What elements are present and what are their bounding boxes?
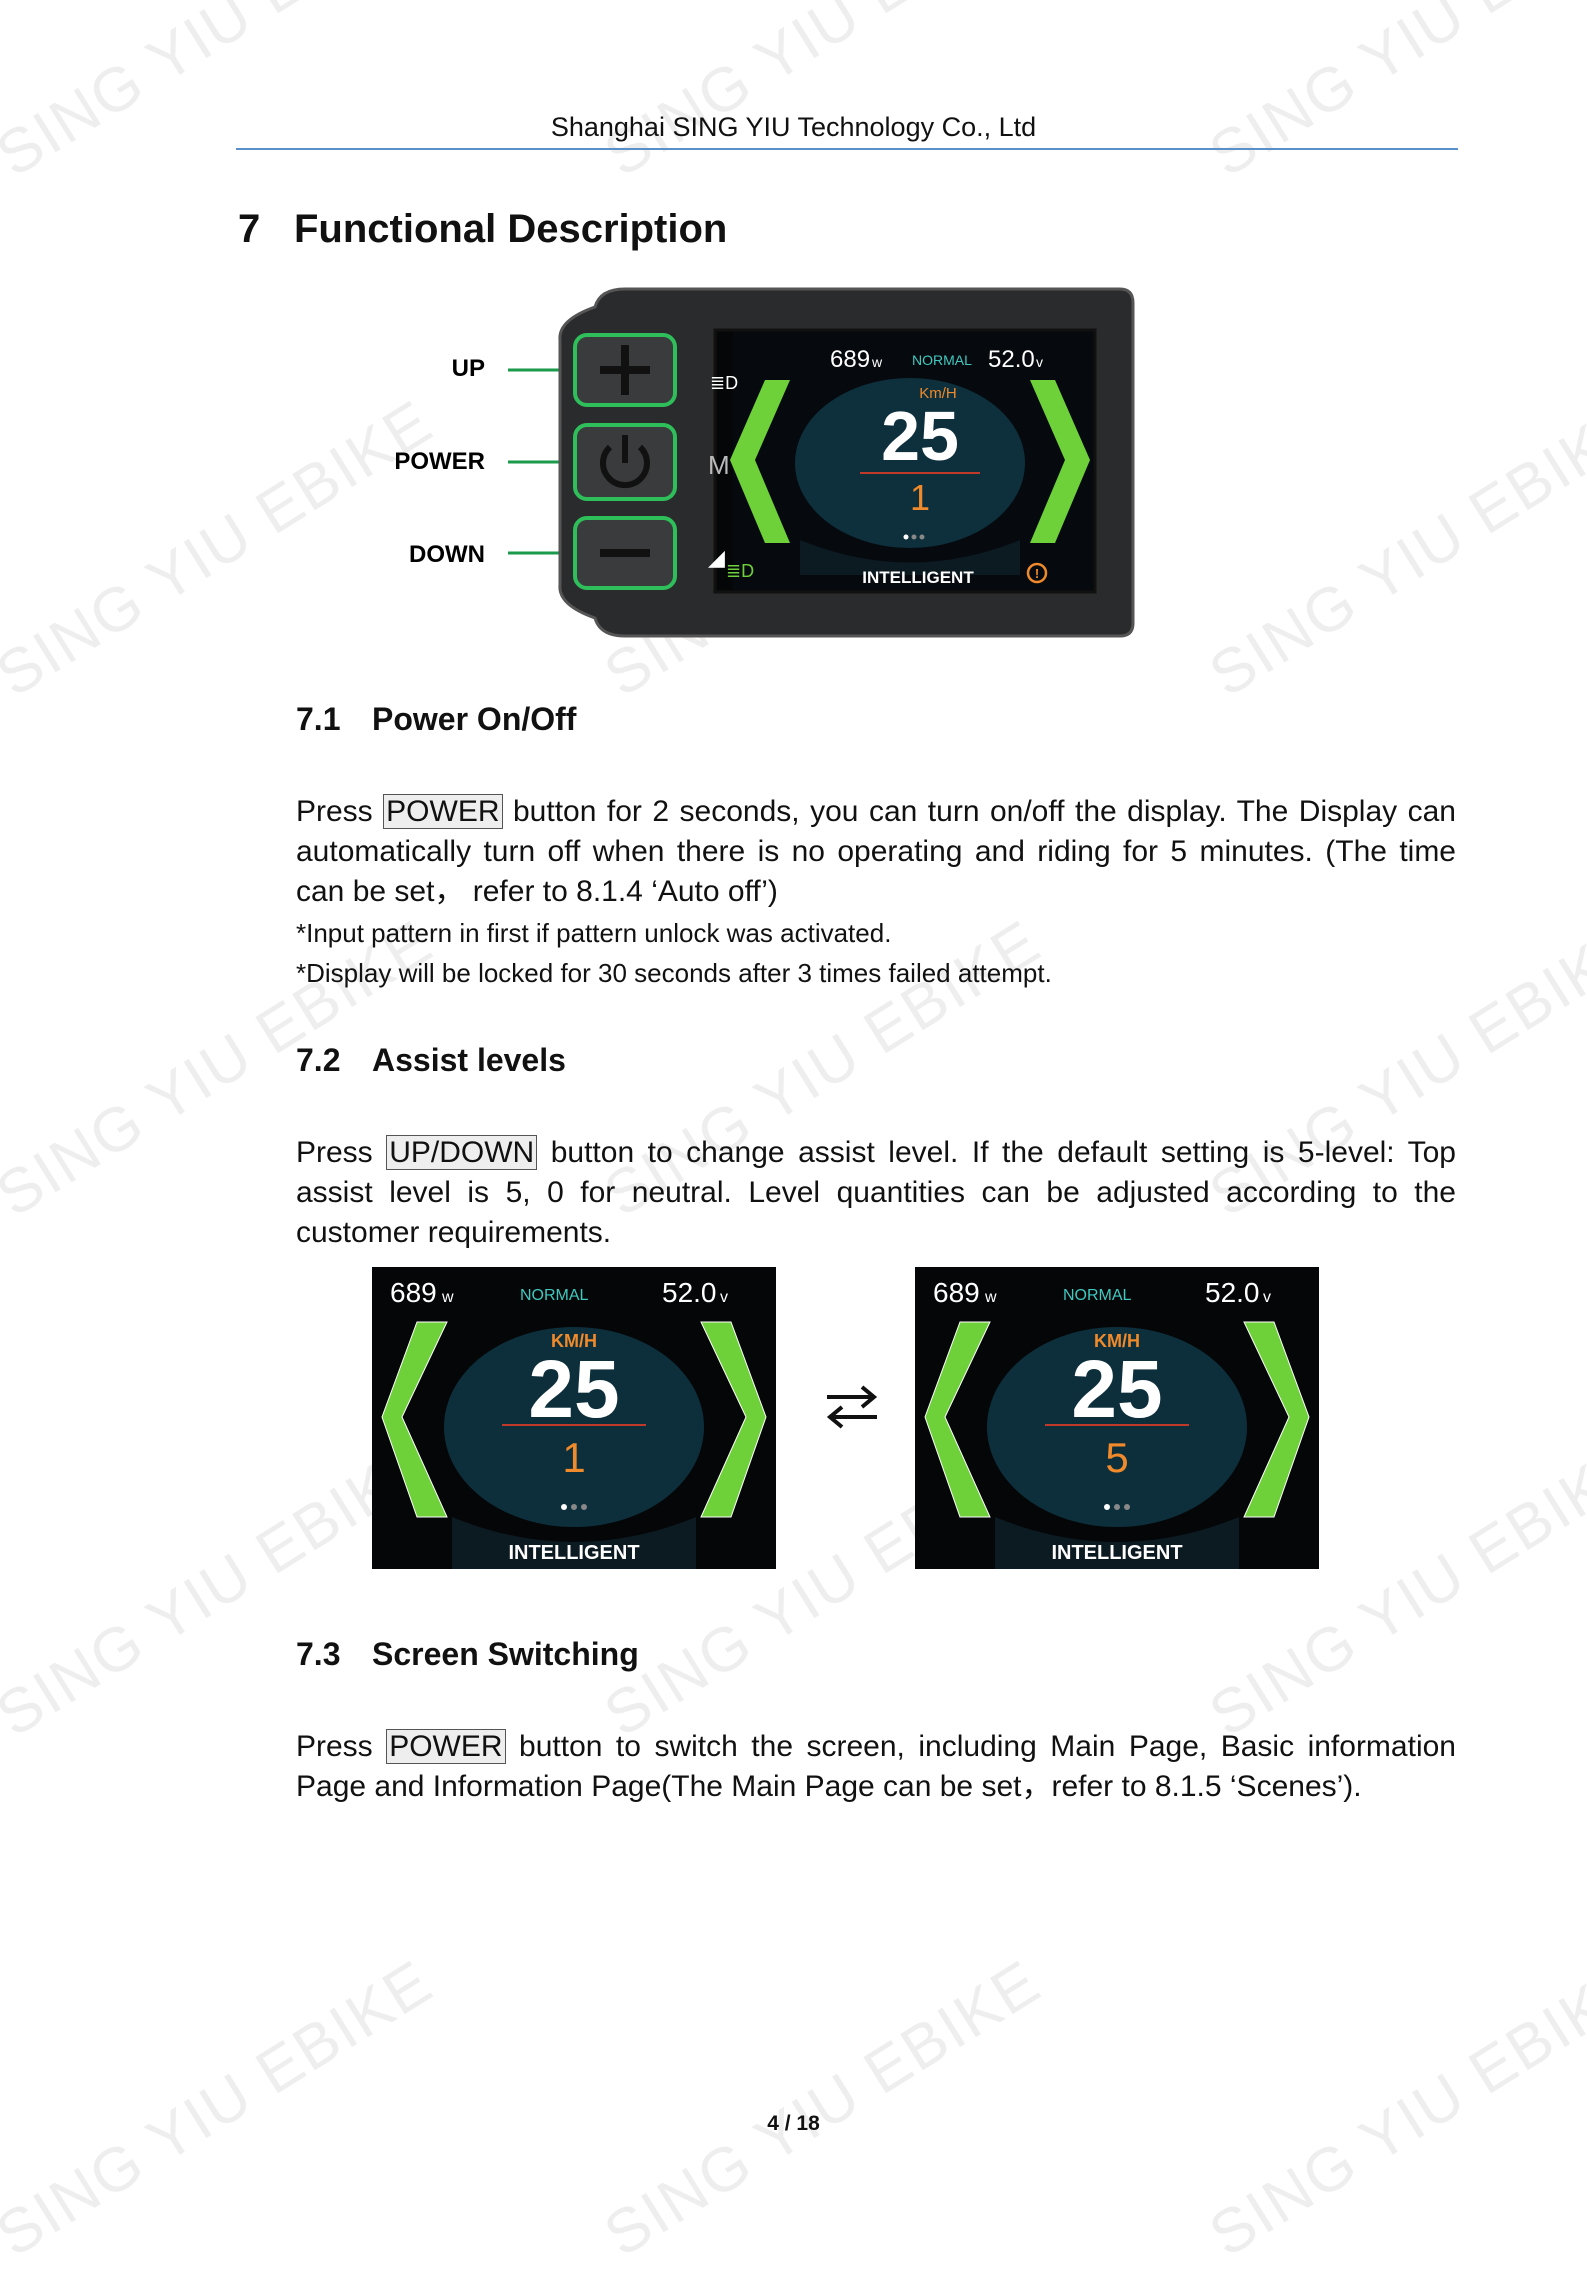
key-power: POWER	[383, 794, 503, 829]
note-pattern: *Input pattern in first if pattern unloc…	[296, 918, 892, 948]
section-title: Functional Description	[294, 207, 728, 251]
headlight-icon: ≣D	[710, 373, 738, 393]
screen-footer: INTELLIGENT	[508, 1542, 639, 1564]
header-rule	[236, 148, 1458, 150]
subsection-heading-7-1: 7.1 Power On/Off	[296, 701, 576, 738]
screen-power-unit: w	[441, 1289, 454, 1306]
device-power-value: 689	[830, 346, 870, 373]
note-lock: *Display will be locked for 30 seconds a…	[296, 958, 1052, 988]
subsection-number: 7.3	[296, 1636, 341, 1672]
text: button to switch the screen, including M…	[296, 1730, 1456, 1803]
watermark: SING YIU EBIKE	[0, 0, 445, 191]
section-number: 7	[238, 207, 261, 251]
screen-power: 689	[390, 1277, 437, 1308]
screen-speed: 25	[1071, 1344, 1162, 1435]
screen-voltage-unit: v	[720, 1289, 728, 1306]
device-level: 1	[910, 477, 930, 518]
page-number: 4 / 18	[767, 2112, 820, 2135]
subsection-heading-7-3: 7.3 Screen Switching	[296, 1636, 639, 1673]
screen-voltage: 52.0	[1205, 1277, 1260, 1308]
watermark: SING YIU EBIKE	[1197, 0, 1587, 191]
subsection-heading-7-2: 7.2 Assist levels	[296, 1042, 566, 1079]
swap-arrows-icon	[826, 1385, 878, 1429]
watermark: SING YIU EBIKE	[592, 0, 1053, 191]
screen-level: 5	[1105, 1434, 1128, 1481]
text: button for 2 seconds, you can turn on/of…	[296, 795, 1456, 908]
watermark: SING YIU EBIKE	[0, 1947, 445, 2271]
screen-level-5: 689 w NORMAL 52.0 v KM/H 25 5 INTELLIGEN…	[915, 1267, 1319, 1569]
screen-footer: INTELLIGENT	[1051, 1542, 1182, 1564]
screen-voltage: 52.0	[662, 1277, 717, 1308]
screen-mode: NORMAL	[1063, 1287, 1132, 1304]
watermark: SING YIU EBIKE	[1197, 387, 1587, 711]
text: Press	[296, 1136, 387, 1169]
device-speed-unit: Km/H	[919, 385, 957, 402]
subsection-title: Screen Switching	[372, 1636, 639, 1672]
label-power: POWER	[394, 448, 485, 475]
up-button	[573, 333, 677, 407]
lowbeam-icon: ≣D	[726, 561, 754, 581]
device-voltage-unit: v	[1036, 354, 1043, 370]
device-m-label: M	[708, 450, 730, 480]
screen-level-1: 689 w NORMAL 52.0 v KM/H 25 1 INTELLIGEN…	[372, 1267, 776, 1569]
screen-speed-unit: KM/H	[551, 1331, 597, 1351]
watermark: SING YIU EBIKE	[592, 1947, 1053, 2271]
paragraph-screen-switch: Press POWER button to switch the screen,…	[296, 1727, 1456, 1807]
text: Press	[296, 795, 384, 828]
text: Press	[296, 1730, 387, 1763]
subsection-number: 7.1	[296, 701, 341, 737]
device-voltage: 52.0	[988, 346, 1035, 373]
screen-level: 1	[562, 1434, 585, 1481]
device-mode: NORMAL	[912, 352, 972, 368]
section-heading: 7 Functional Description	[238, 207, 727, 252]
paragraph-power: Press POWER button for 2 seconds, you ca…	[296, 792, 1456, 912]
screen-voltage-unit: v	[1263, 1289, 1271, 1306]
power-button	[573, 423, 677, 501]
walk-icon: ◢	[708, 545, 725, 570]
label-down: DOWN	[409, 541, 485, 568]
screen-speed: 25	[528, 1344, 619, 1435]
display-device: 689 w NORMAL 52.0 v Km/H 25 1 M ≣D ≣D ◢ …	[508, 287, 1135, 638]
screen-mode: NORMAL	[520, 1287, 589, 1304]
device-footer: INTELLIGENT	[862, 568, 974, 587]
text: button to change assist level. If the de…	[296, 1136, 1456, 1249]
subsection-title: Power On/Off	[372, 701, 577, 737]
svg-text:!: !	[1035, 566, 1039, 581]
watermark: SING YIU EBIKE	[1197, 1947, 1587, 2271]
paragraph-assist: Press UP/DOWN button to change assist le…	[296, 1133, 1456, 1253]
screen-speed-unit: KM/H	[1094, 1331, 1140, 1351]
device-speed: 25	[881, 397, 959, 475]
page-header: Shanghai SING YIU Technology Co., Ltd	[550, 112, 1037, 142]
subsection-title: Assist levels	[372, 1042, 566, 1078]
down-button	[573, 516, 677, 590]
key-power: POWER	[386, 1729, 506, 1764]
key-updown: UP/DOWN	[386, 1135, 538, 1170]
subsection-number: 7.2	[296, 1042, 341, 1078]
warning-icon	[1026, 562, 1048, 584]
screen-power-unit: w	[984, 1289, 997, 1306]
device-power-unit: w	[871, 354, 883, 370]
label-up: UP	[451, 355, 485, 382]
screen-power: 689	[933, 1277, 980, 1308]
